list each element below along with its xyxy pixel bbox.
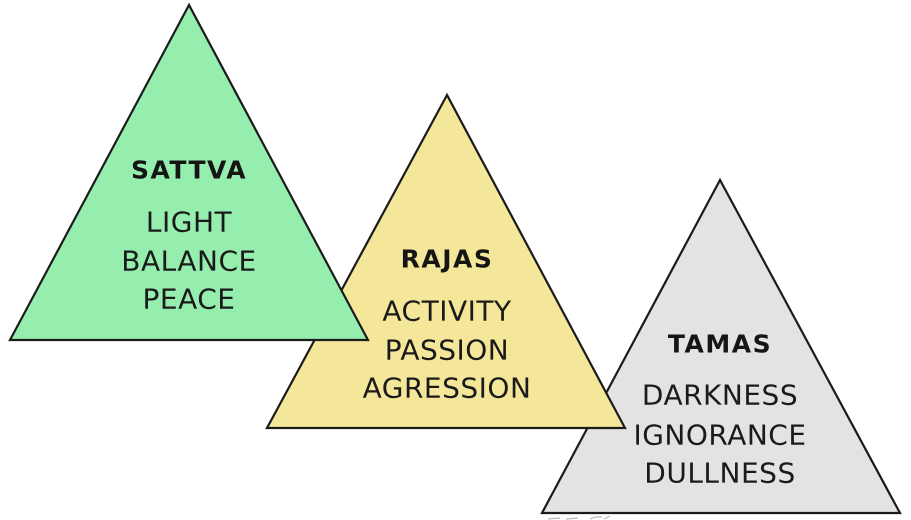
- guna-quality-balance: BALANCE: [121, 245, 256, 278]
- guna-quality-darkness: DARKNESS: [642, 379, 798, 412]
- triangle-group-sattva: SATTVA LIGHT BALANCE PEACE: [8, 2, 370, 342]
- guna-quality-agression: AGRESSION: [363, 372, 532, 405]
- cropped-caption-artifact: [547, 515, 611, 520]
- guna-quality-light: LIGHT: [146, 206, 233, 239]
- guna-quality-peace: PEACE: [143, 283, 236, 316]
- guna-quality-activity: ACTIVITY: [382, 295, 512, 328]
- triangle-rajas: [265, 92, 627, 430]
- guna-quality-ignorance: IGNORANCE: [633, 419, 806, 452]
- triangle-group-tamas: TAMAS DARKNESS IGNORANCE DULLNESS: [540, 177, 902, 515]
- guna-title-sattva: SATTVA: [131, 156, 247, 185]
- guna-title-tamas: TAMAS: [668, 330, 772, 359]
- guna-quality-passion: PASSION: [385, 334, 510, 367]
- guna-title-rajas: RAJAS: [401, 245, 494, 274]
- guna-quality-dullness: DULLNESS: [644, 457, 795, 490]
- triangle-group-rajas: RAJAS ACTIVITY PASSION AGRESSION: [265, 92, 627, 430]
- triangle-tamas: [540, 177, 902, 515]
- triangle-sattva: [8, 2, 370, 342]
